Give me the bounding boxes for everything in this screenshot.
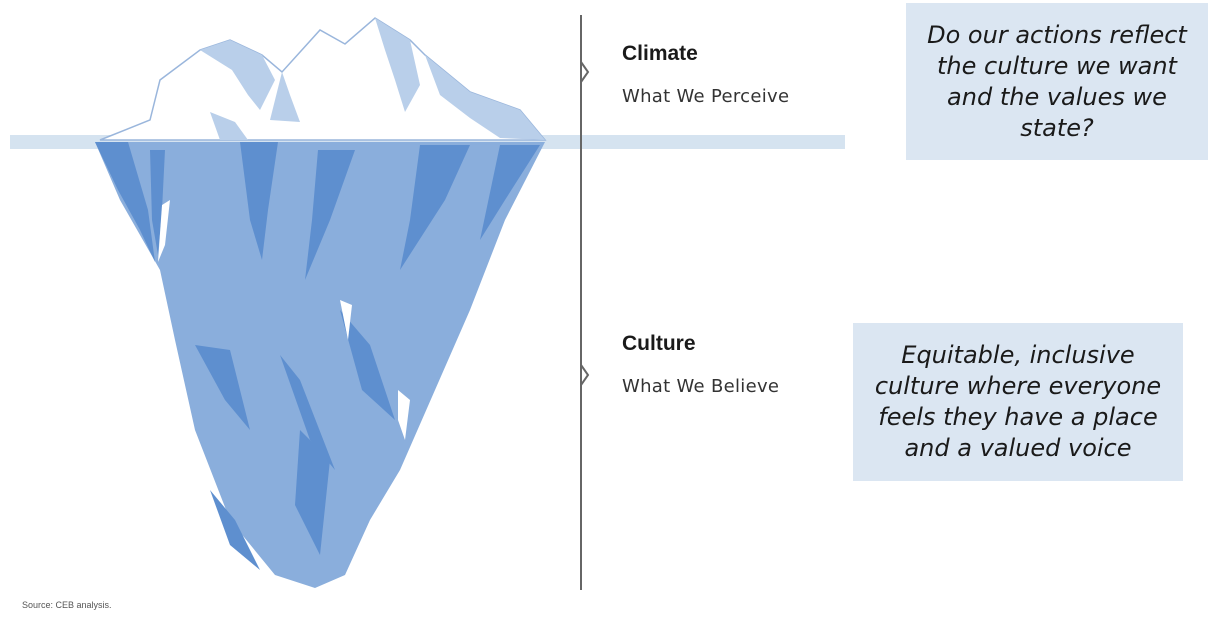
iceberg-facets (95, 142, 540, 570)
culture-callout: Equitable, inclusive culture where every… (853, 323, 1183, 481)
iceberg-submerged (95, 142, 545, 588)
brace-culture (580, 364, 590, 386)
climate-title: Climate (622, 42, 698, 65)
climate-subtitle: What We Perceive (622, 86, 790, 107)
iceberg-tip-shadows (200, 18, 545, 140)
brace-climate (580, 61, 590, 83)
iceberg-cracks (158, 200, 410, 440)
source-note: Source: CEB analysis. (22, 600, 112, 610)
culture-subtitle: What We Believe (622, 376, 780, 397)
climate-callout: Do our actions reflect the culture we wa… (906, 3, 1208, 160)
culture-title: Culture (622, 332, 696, 355)
